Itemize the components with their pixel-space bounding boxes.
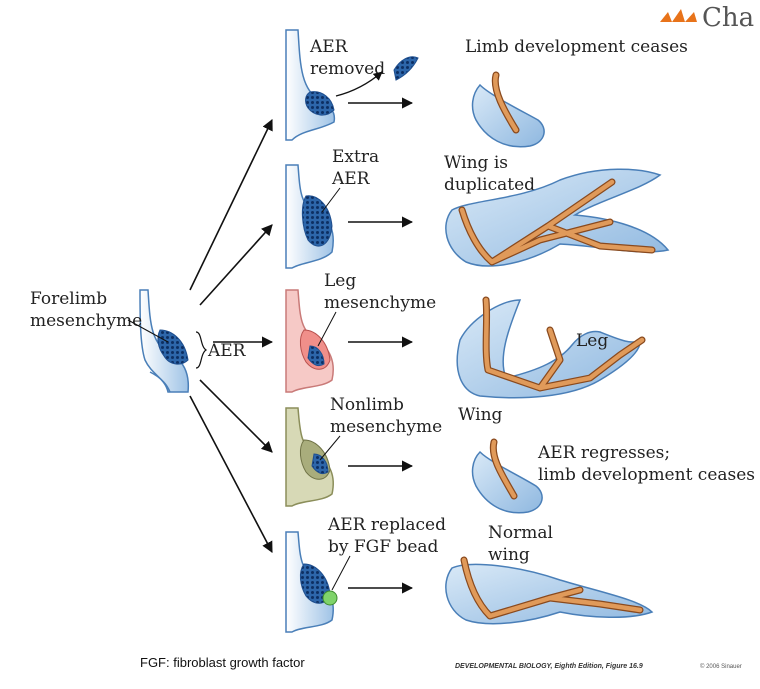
row3-leg-wing-result (456, 296, 646, 399)
row3-leg-label: Leg (576, 331, 608, 351)
row4-bud (285, 407, 334, 507)
aer-brace (195, 331, 208, 369)
row2-label-line2: AER (331, 169, 371, 189)
row2-duplicated-wing (445, 168, 670, 267)
row3-label-line1: Leg (324, 271, 356, 291)
row1-label-line1: AER (309, 37, 349, 57)
forelimb-label-line1: Forelimb (30, 289, 107, 309)
forelimb-label-line2: mesenchyme (30, 311, 142, 331)
forelimb-pointer-line (127, 319, 169, 343)
row1-bud (285, 29, 336, 141)
row4-result-stump (471, 438, 543, 514)
row3-label-line2: mesenchyme (324, 293, 436, 313)
row4-label-line1: Nonlimb (330, 395, 404, 415)
aer-label: AER (207, 341, 247, 361)
row1-removed-aer-piece (393, 56, 419, 81)
row4-label-line2: mesenchyme (330, 417, 442, 437)
logo-mark-icon (660, 9, 697, 22)
fan-arrow-row5 (189, 395, 273, 553)
row1-removed-arrow (335, 71, 383, 97)
row2-label-line1: Extra (332, 147, 379, 167)
figure-credit: DEVELOPMENTAL BIOLOGY, Eighth Edition, F… (455, 663, 643, 670)
row2-result-line1: Wing is (444, 153, 508, 173)
row3-bud (285, 289, 334, 393)
row3-wing-label: Wing (458, 405, 503, 425)
row2-bud (285, 164, 334, 269)
row4-label-pointer (319, 435, 341, 461)
fgf-bead (322, 590, 338, 606)
row4-result-line1: AER regresses; (537, 443, 670, 463)
row2-label-pointer (321, 187, 341, 213)
row5-normal-wing (445, 556, 654, 625)
row4-result-line2: limb development ceases (538, 465, 755, 485)
source-limb-bud (139, 289, 190, 393)
row1-result-label: Limb development ceases (465, 37, 688, 57)
row5-result-line1: Normal (488, 523, 553, 543)
row5-label-line1: AER replaced (327, 515, 446, 535)
logo-text: Cha (702, 3, 754, 33)
fan-arrows (189, 118, 274, 553)
copyright: © 2006 Sinauer (700, 663, 742, 670)
row2-result-line2: duplicated (444, 175, 535, 195)
fan-arrow-row1 (189, 118, 273, 291)
logo: Cha (660, 3, 754, 33)
fgf-caption: FGF: fibroblast growth factor (140, 655, 305, 670)
fan-arrow-row2 (199, 224, 273, 306)
row5-label-pointer (331, 555, 351, 591)
row1-label-line2: removed (310, 59, 385, 79)
row1-result-stump (471, 71, 545, 148)
row5-bud (285, 531, 334, 633)
row5-result-line2: wing (488, 545, 530, 565)
fan-arrow-row4 (199, 379, 273, 453)
row5-label-line2: by FGF bead (328, 537, 439, 557)
row3-label-pointer (317, 311, 337, 347)
